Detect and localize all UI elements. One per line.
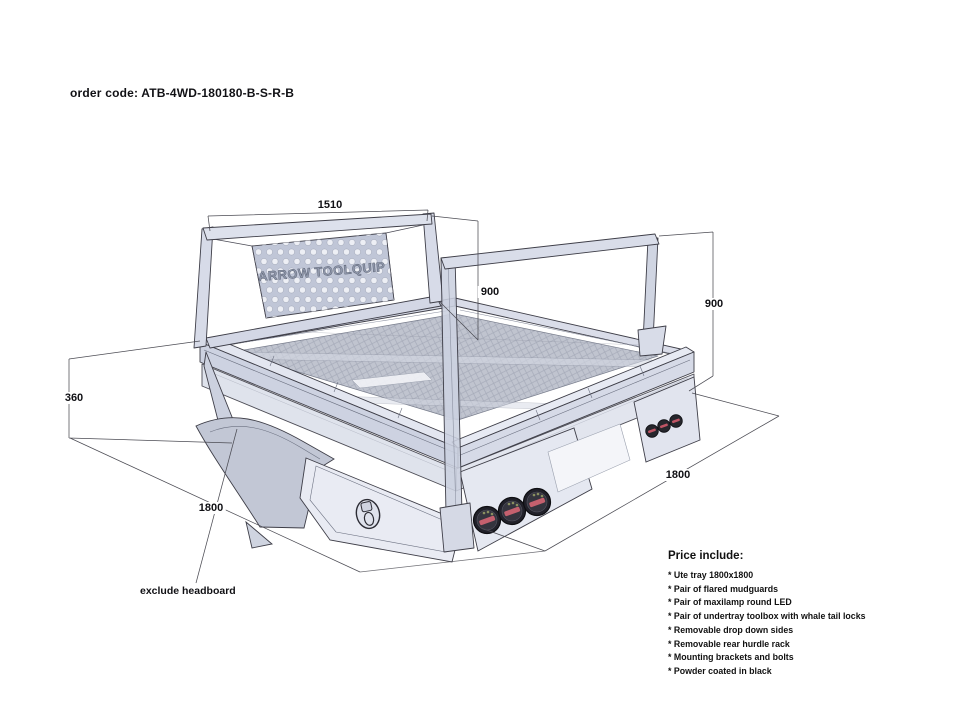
dim-tray-length: 1800 <box>195 502 227 514</box>
price-include-list: * Ute tray 1800x1800 * Pair of flared mu… <box>668 569 898 679</box>
tail-light <box>497 496 527 526</box>
rear-tail-lights <box>472 487 552 535</box>
dim-tray-width: 1800 <box>662 469 694 481</box>
dim-rack-height: 900 <box>701 298 727 310</box>
price-item: * Powder coated in black <box>668 665 772 676</box>
price-include-title: Price include: <box>668 550 744 562</box>
hurdle-rack <box>439 233 667 553</box>
price-item: * Pair of undertray toolbox with whale t… <box>668 611 866 622</box>
order-code-label: order code: ATB-4WD-180180-B-S-R-B <box>70 86 295 100</box>
price-item: * Pair of flared mudguards <box>668 583 778 594</box>
price-item: * Pair of maxilamp round LED <box>668 597 792 608</box>
price-item: * Mounting brackets and bolts <box>668 652 794 663</box>
tail-light <box>669 414 683 428</box>
side-panel-right <box>633 376 701 463</box>
price-item: * Ute tray 1800x1800 <box>668 570 754 580</box>
tail-light <box>472 505 502 535</box>
side-tail-lights <box>645 414 683 438</box>
note-exclude-headboard: exclude headboard <box>138 585 238 597</box>
tail-light <box>645 424 659 438</box>
tail-light <box>657 419 671 433</box>
dim-headboard-height: 900 <box>477 286 503 298</box>
price-item: * Removable rear hurdle rack <box>668 638 790 649</box>
undertray-toolbox <box>299 457 463 563</box>
price-include-section: Price include: * Ute tray 1800x1800 * Pa… <box>668 550 898 679</box>
dim-tray-side-height: 360 <box>61 392 87 404</box>
dim-headboard-width: 1510 <box>314 199 346 211</box>
price-item: * Removable drop down sides <box>668 624 794 635</box>
headboard: ARROW TOOLQUIP <box>193 212 444 349</box>
whale-tail-lock-icon <box>355 498 381 530</box>
tail-light <box>522 487 552 517</box>
